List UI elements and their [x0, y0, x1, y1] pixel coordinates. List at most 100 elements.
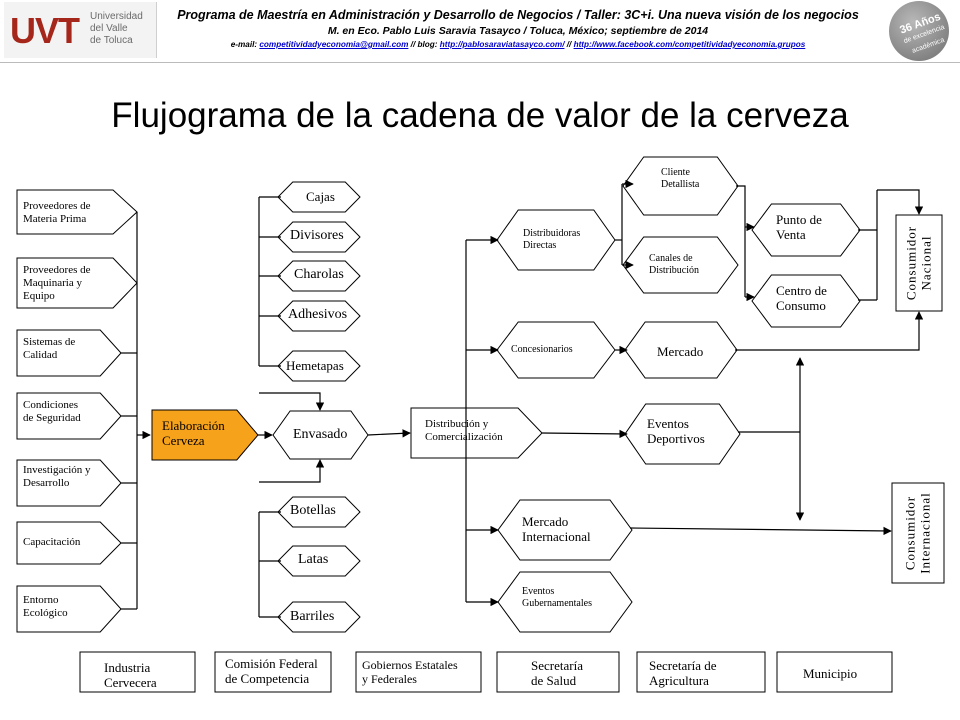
node-shape-mp [16, 189, 138, 235]
connector [367, 429, 411, 438]
node-label-line: Elaboración [162, 418, 225, 433]
institution-label-line: Comisión Federal [225, 656, 318, 671]
node-label-line: Directas [523, 239, 557, 251]
node-label-line: de Seguridad [23, 411, 81, 424]
node-label-line: Comercialización [425, 430, 503, 443]
node-shape-dist [410, 407, 543, 459]
contact-line: e-mail: competitividadyeconomia@gmail.co… [160, 40, 876, 49]
node-label-line: Calidad [23, 348, 58, 361]
institution-label-line: de Salud [531, 673, 577, 689]
email-link[interactable]: competitividadyeconomia@gmail.com [259, 40, 409, 49]
blog-link[interactable]: http://pablosaraviatasayco.com/ [439, 40, 565, 49]
connector [541, 429, 628, 439]
node-shape-envasado [272, 410, 369, 460]
node-label-line: Entorno [23, 594, 59, 606]
node-label-charolas: Charolas [294, 267, 344, 284]
node-label-line: Punto de [776, 212, 822, 227]
logo-text-line: del Valle [90, 23, 128, 34]
node-label-line: Capacitación [23, 536, 81, 548]
institution-label-line: Agricultura [649, 673, 709, 689]
facebook-link[interactable]: http://www.facebook.com/competitividadye… [573, 40, 806, 49]
node-label-line: Cerveza [162, 433, 205, 449]
node-label-line: Eventos [522, 586, 555, 597]
institution-box [496, 651, 620, 693]
node-label-line: Venta [776, 227, 806, 243]
node-label-conc: Concesionarios [511, 344, 573, 356]
logo-text-line: de Toluca [90, 35, 133, 46]
node-label-line: Detallista [661, 178, 700, 190]
node-shape-cs [16, 392, 122, 440]
node-label-line: Barriles [290, 609, 335, 624]
node-label-line: Maquinaria y [23, 276, 82, 289]
institution-label-line: Gobiernos Estatales [362, 658, 458, 672]
node-label-line: Consumo [776, 298, 826, 314]
node-shape-meq [16, 257, 138, 309]
institution-label-line: de Competencia [225, 671, 310, 687]
node-label-latas: Latas [298, 552, 328, 569]
node-shape-ci [891, 482, 945, 584]
institution-box [355, 651, 482, 693]
institution-box [776, 651, 893, 693]
node-label-cajas: Cajas [306, 189, 335, 204]
node-label-barriles: Barriles [290, 609, 334, 626]
node-label-botellas: Botellas [290, 503, 336, 520]
institution-box [79, 651, 196, 693]
node-label-cap: Capacitación [23, 536, 80, 549]
connector [877, 189, 924, 215]
logo-text-line: Universidad [90, 11, 143, 22]
node-label-line: Adhesivos [288, 307, 348, 322]
connector [259, 459, 325, 483]
node-label-line: Distribución [649, 264, 699, 276]
node-shape-cn [895, 214, 943, 312]
contact-separator: // [564, 40, 574, 49]
node-label-divisores: Divisores [290, 228, 344, 245]
node-label-line: Envasado [293, 427, 348, 442]
node-label-envasado: Envasado [293, 427, 347, 444]
node-label-line: Ecológico [23, 606, 68, 619]
node-label-line: Hemetapas [286, 358, 344, 373]
node-label-line: Desarrollo [23, 476, 70, 489]
node-shape-cap [16, 521, 122, 565]
node-label-line: Latas [298, 552, 329, 567]
institution-label-line: Cervecera [104, 675, 157, 691]
node-shape-id [16, 459, 122, 507]
institution-label: Municipio [803, 666, 857, 681]
node-label-line: Materia Prima [23, 212, 87, 225]
contact-separator: // blog: [408, 40, 440, 49]
node-label-line: Deportivos [647, 431, 705, 447]
logo-mark: UVT [10, 10, 80, 51]
node-label-line: Sistemas de [23, 336, 76, 348]
node-label-line: Botellas [290, 503, 336, 518]
connector [259, 392, 325, 411]
node-shape-cd [622, 156, 739, 216]
node-label-line: Cliente [661, 167, 690, 178]
connector [629, 526, 892, 536]
node-label-line: Condiciones [23, 399, 78, 411]
node-label-line: Gubernamentales [522, 597, 592, 609]
node-label-line: Consumidor [903, 225, 919, 301]
institution-box [636, 651, 766, 693]
node-label-line: Concesionarios [511, 344, 573, 355]
node-label-line: Eventos [647, 416, 689, 431]
connector [736, 185, 746, 297]
